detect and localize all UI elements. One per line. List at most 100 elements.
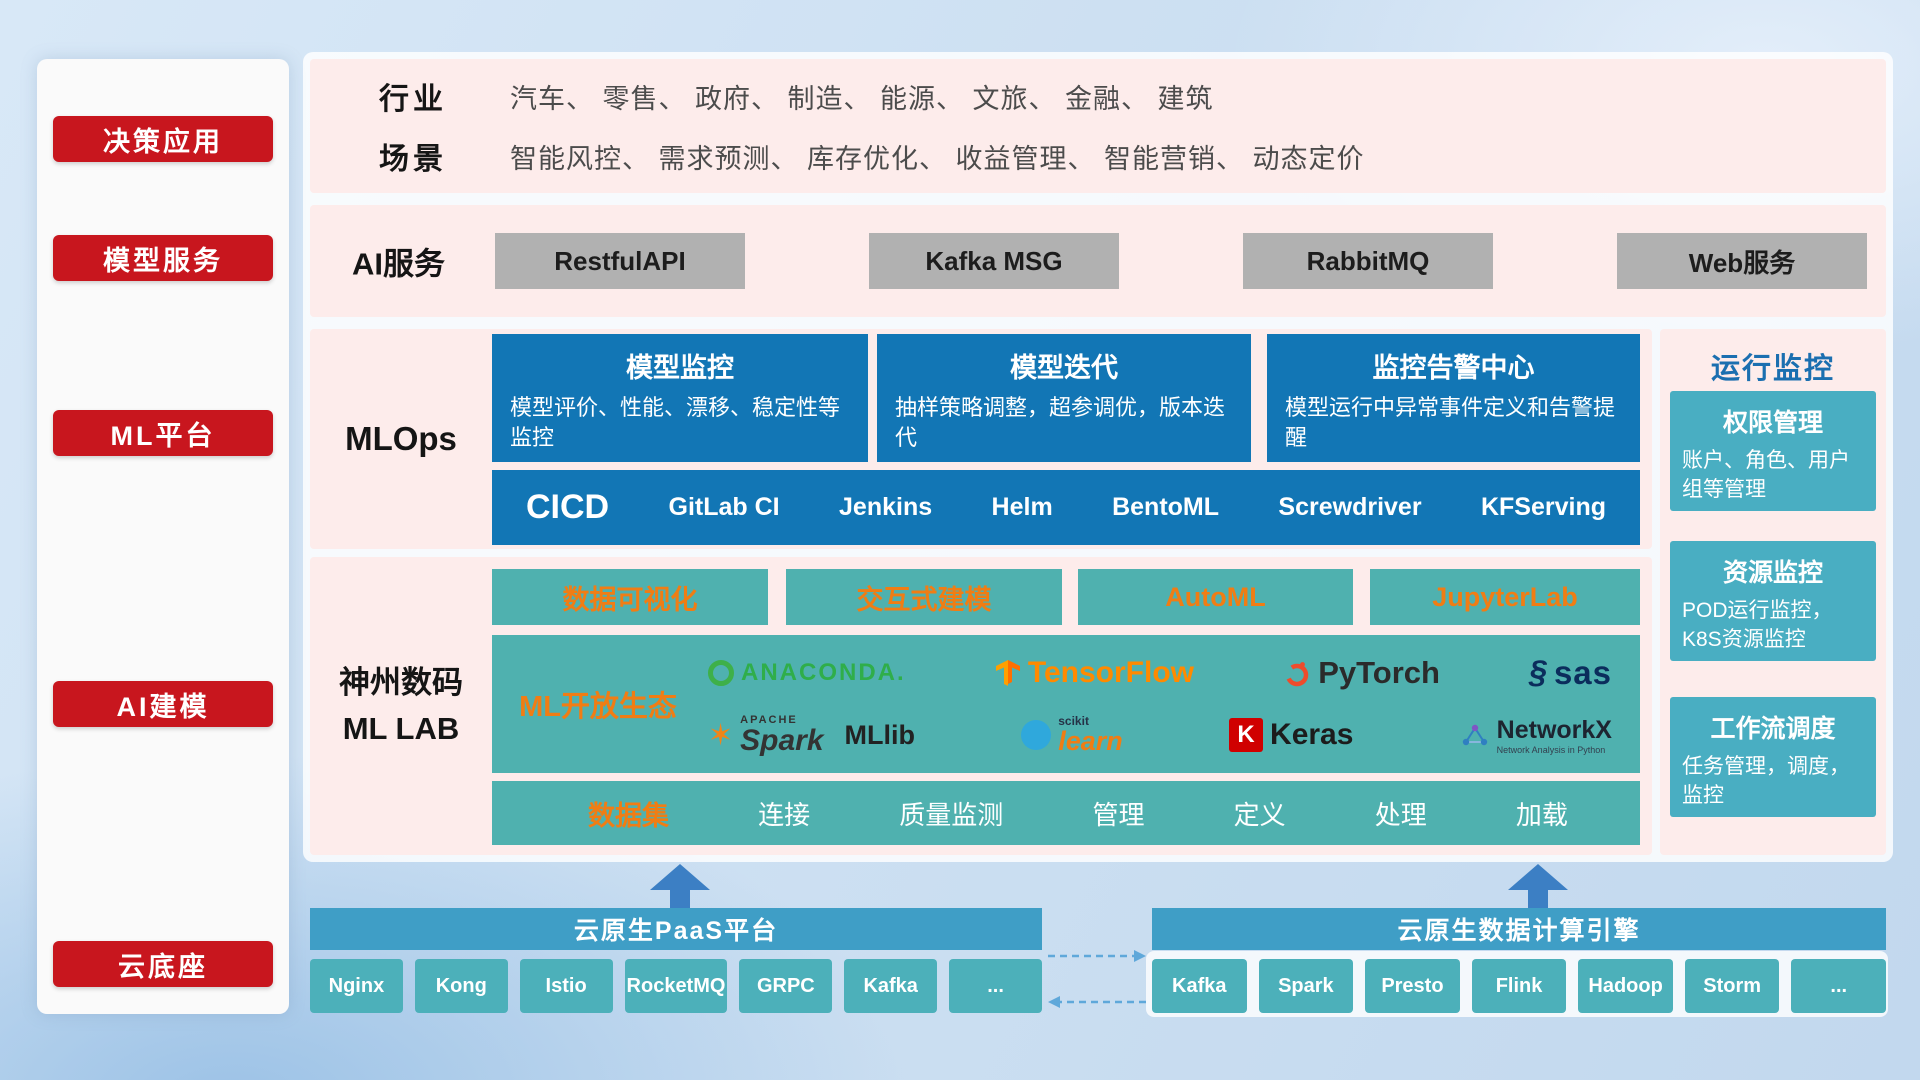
sas-icon: § — [1529, 654, 1547, 691]
spark-mllib-logo: ✶ APACHE Spark MLlib — [708, 714, 916, 757]
sas-logo-text: sas — [1553, 653, 1612, 691]
lab-tool-data-viz: 数据可视化 — [492, 569, 768, 625]
card-title: 模型迭代 — [1010, 353, 1118, 383]
mlops-card-model-monitoring: 模型监控 模型评价、性能、漂移、稳定性等监控 — [492, 334, 868, 462]
engine-item-more: ... — [1791, 959, 1887, 1013]
ai-service-label: AI服务 — [352, 246, 445, 282]
scene-label: 场景 — [379, 143, 447, 176]
data-engine-block: 云原生数据计算引擎 Kafka Spark Presto Flink Hadoo… — [1152, 908, 1887, 1013]
arrow-head — [650, 864, 710, 890]
pytorch-logo: PyTorch — [1283, 655, 1440, 691]
dataset-item-load: 加载 — [1515, 799, 1568, 830]
engine-items: Kafka Spark Presto Flink Hadoop Storm ..… — [1152, 959, 1887, 1013]
engine-item-flink: Flink — [1471, 959, 1567, 1013]
up-arrow-icon — [1508, 864, 1568, 908]
sidebar-item-model-service: 模型服务 — [53, 235, 273, 281]
service-kafka-msg: Kafka MSG — [869, 233, 1119, 289]
networkx-text-group: NetworkX Network Analysis in Python — [1497, 716, 1612, 755]
lab-tool-interactive-modeling: 交互式建模 — [786, 569, 1062, 625]
runtime-monitor-panel: 运行监控 权限管理 账户、角色、用户组等管理 资源监控 POD运行监控，K8S资… — [1660, 329, 1886, 855]
scikit-learn-text-group: scikit learn — [1058, 715, 1123, 756]
keras-logo-text: Keras — [1270, 718, 1354, 752]
card-title: 工作流调度 — [1710, 715, 1836, 743]
paas-item-rocketmq: RocketMQ — [624, 959, 728, 1013]
tensorflow-logo-text: TensorFlow — [1027, 655, 1194, 689]
card-desc: 任务管理，调度，监控 — [1682, 755, 1850, 808]
networkx-logo-text: NetworkX — [1496, 715, 1612, 744]
service-restfulapi: RestfulAPI — [495, 233, 745, 289]
card-title: 权限管理 — [1722, 409, 1823, 437]
networkx-logo: NetworkX Network Analysis in Python — [1460, 716, 1612, 755]
spark-logo: APACHE Spark — [740, 714, 824, 757]
ml-ecosystem-box: ML开放生态 ANACONDA. TensorFlow — [492, 635, 1640, 773]
engine-item-kafka: Kafka — [1152, 959, 1247, 1013]
mllab-label-line2: ML LAB — [342, 711, 460, 746]
arrow-head — [1508, 864, 1568, 890]
ai-service-panel: AI服务 RestfulAPI Kafka MSG RabbitMQ Web服务 — [310, 205, 1886, 317]
pytorch-icon — [1285, 661, 1309, 686]
sidebar: 决策应用 模型服务 ML平台 AI建模 云底座 — [37, 59, 289, 1014]
engine-item-hadoop: Hadoop — [1578, 959, 1673, 1013]
keras-icon: K — [1229, 718, 1264, 753]
mlops-card-model-iteration: 模型迭代 抽样策略调整，超参调优，版本迭代 — [877, 334, 1251, 462]
card-title: 模型监控 — [626, 353, 734, 383]
lab-tool-automl: AutoML — [1078, 569, 1353, 625]
cicd-bar: CICD GitLab CI Jenkins Helm BentoML Scre… — [492, 470, 1640, 545]
pytorch-logo-text: PyTorch — [1318, 654, 1440, 690]
mlops-panel: MLOps 模型监控 模型评价、性能、漂移、稳定性等监控 模型迭代 抽样策略调整… — [310, 329, 1652, 549]
anaconda-icon — [708, 659, 734, 686]
card-desc: 模型运行中异常事件定义和告警提醒 — [1285, 395, 1616, 450]
monitor-card-resource: 资源监控 POD运行监控，K8S资源监控 — [1670, 541, 1876, 661]
data-engine-title: 云原生数据计算引擎 — [1152, 908, 1886, 950]
scene-line: 场景 智能风控、 需求预测、 库存优化、 收益管理、 智能营销、 动态定价 — [310, 134, 1886, 178]
tensorflow-icon — [995, 659, 1020, 686]
anaconda-logo-text: ANACONDA. — [741, 658, 906, 686]
paas-platform-block: 云原生PaaS平台 Nginx Kong Istio RocketMQ GRPC… — [310, 908, 1042, 1013]
logo-row-1: ANACONDA. TensorFlow — [708, 644, 1612, 702]
spark-logo-text: Spark — [740, 723, 824, 757]
paas-item-nginx: Nginx — [310, 959, 403, 1013]
learn-text: learn — [1058, 726, 1123, 757]
dataset-item-connect: 连接 — [758, 799, 811, 830]
sidebar-item-ai-modeling: AI建模 — [53, 681, 273, 727]
paas-platform-title: 云原生PaaS平台 — [310, 908, 1042, 950]
networkx-icon — [1462, 725, 1487, 746]
dataset-item-process: 处理 — [1374, 799, 1427, 830]
sas-logo: § sas — [1529, 654, 1612, 692]
cicd-tool-gitlab-ci: GitLab CI — [668, 493, 780, 521]
runtime-monitor-title: 运行监控 — [1710, 353, 1835, 385]
arrow-stem — [1528, 890, 1548, 908]
mllab-label-line1: 神州数码 — [339, 664, 463, 700]
up-arrow-icon — [650, 864, 710, 908]
card-desc: 模型评价、性能、漂移、稳定性等监控 — [510, 395, 841, 450]
ml-ecosystem-logos: ANACONDA. TensorFlow — [704, 635, 1640, 773]
service-rabbitmq: RabbitMQ — [1243, 233, 1493, 289]
paas-item-istio: Istio — [519, 959, 613, 1013]
industry-scene-panel: 行业 汽车、 零售、 政府、 制造、 能源、 文旅、 金融、 建筑 场景 智能风… — [310, 59, 1886, 193]
keras-logo: K Keras — [1229, 718, 1354, 753]
dataset-item-quality: 质量监测 — [899, 799, 1004, 830]
scene-items: 智能风控、 需求预测、 库存优化、 收益管理、 智能营销、 动态定价 — [510, 143, 1365, 174]
cicd-tool-kfserving: KFServing — [1480, 493, 1606, 521]
monitor-card-workflow: 工作流调度 任务管理，调度，监控 — [1670, 697, 1876, 817]
networkx-subtitle: Network Analysis in Python — [1496, 744, 1606, 755]
cicd-tool-jenkins: Jenkins — [839, 493, 933, 521]
cicd-tool-screwdriver: Screwdriver — [1278, 493, 1422, 521]
mllib-logo-text: MLlib — [844, 719, 916, 750]
scikit-learn-logo: scikit learn — [1021, 715, 1123, 756]
sidebar-item-cloud-base: 云底座 — [53, 941, 273, 987]
dashed-arrow-left-icon — [1048, 996, 1146, 1008]
mlops-card-alert-center: 监控告警中心 模型运行中异常事件定义和告警提醒 — [1267, 334, 1640, 462]
mllab-label: 神州数码 ML LAB — [310, 557, 492, 855]
scikit-text: scikit — [1058, 713, 1089, 728]
lab-tool-jupyterlab: JupyterLab — [1370, 569, 1640, 625]
dataset-item-manage: 管理 — [1092, 799, 1145, 830]
mllab-panel: 神州数码 ML LAB 数据可视化 交互式建模 AutoML JupyterLa… — [310, 557, 1652, 855]
arrow-stem — [670, 890, 690, 908]
cicd-tool-bentoml: BentoML — [1112, 493, 1220, 521]
industry-items: 汽车、 零售、 政府、 制造、 能源、 文旅、 金融、 建筑 — [510, 83, 1214, 114]
dataset-bar: 数据集 连接 质量监测 管理 定义 处理 加载 — [492, 781, 1640, 845]
dataset-label: 数据集 — [588, 800, 669, 831]
sidebar-item-decision-app: 决策应用 — [53, 116, 273, 162]
card-title: 监控告警中心 — [1372, 353, 1535, 383]
